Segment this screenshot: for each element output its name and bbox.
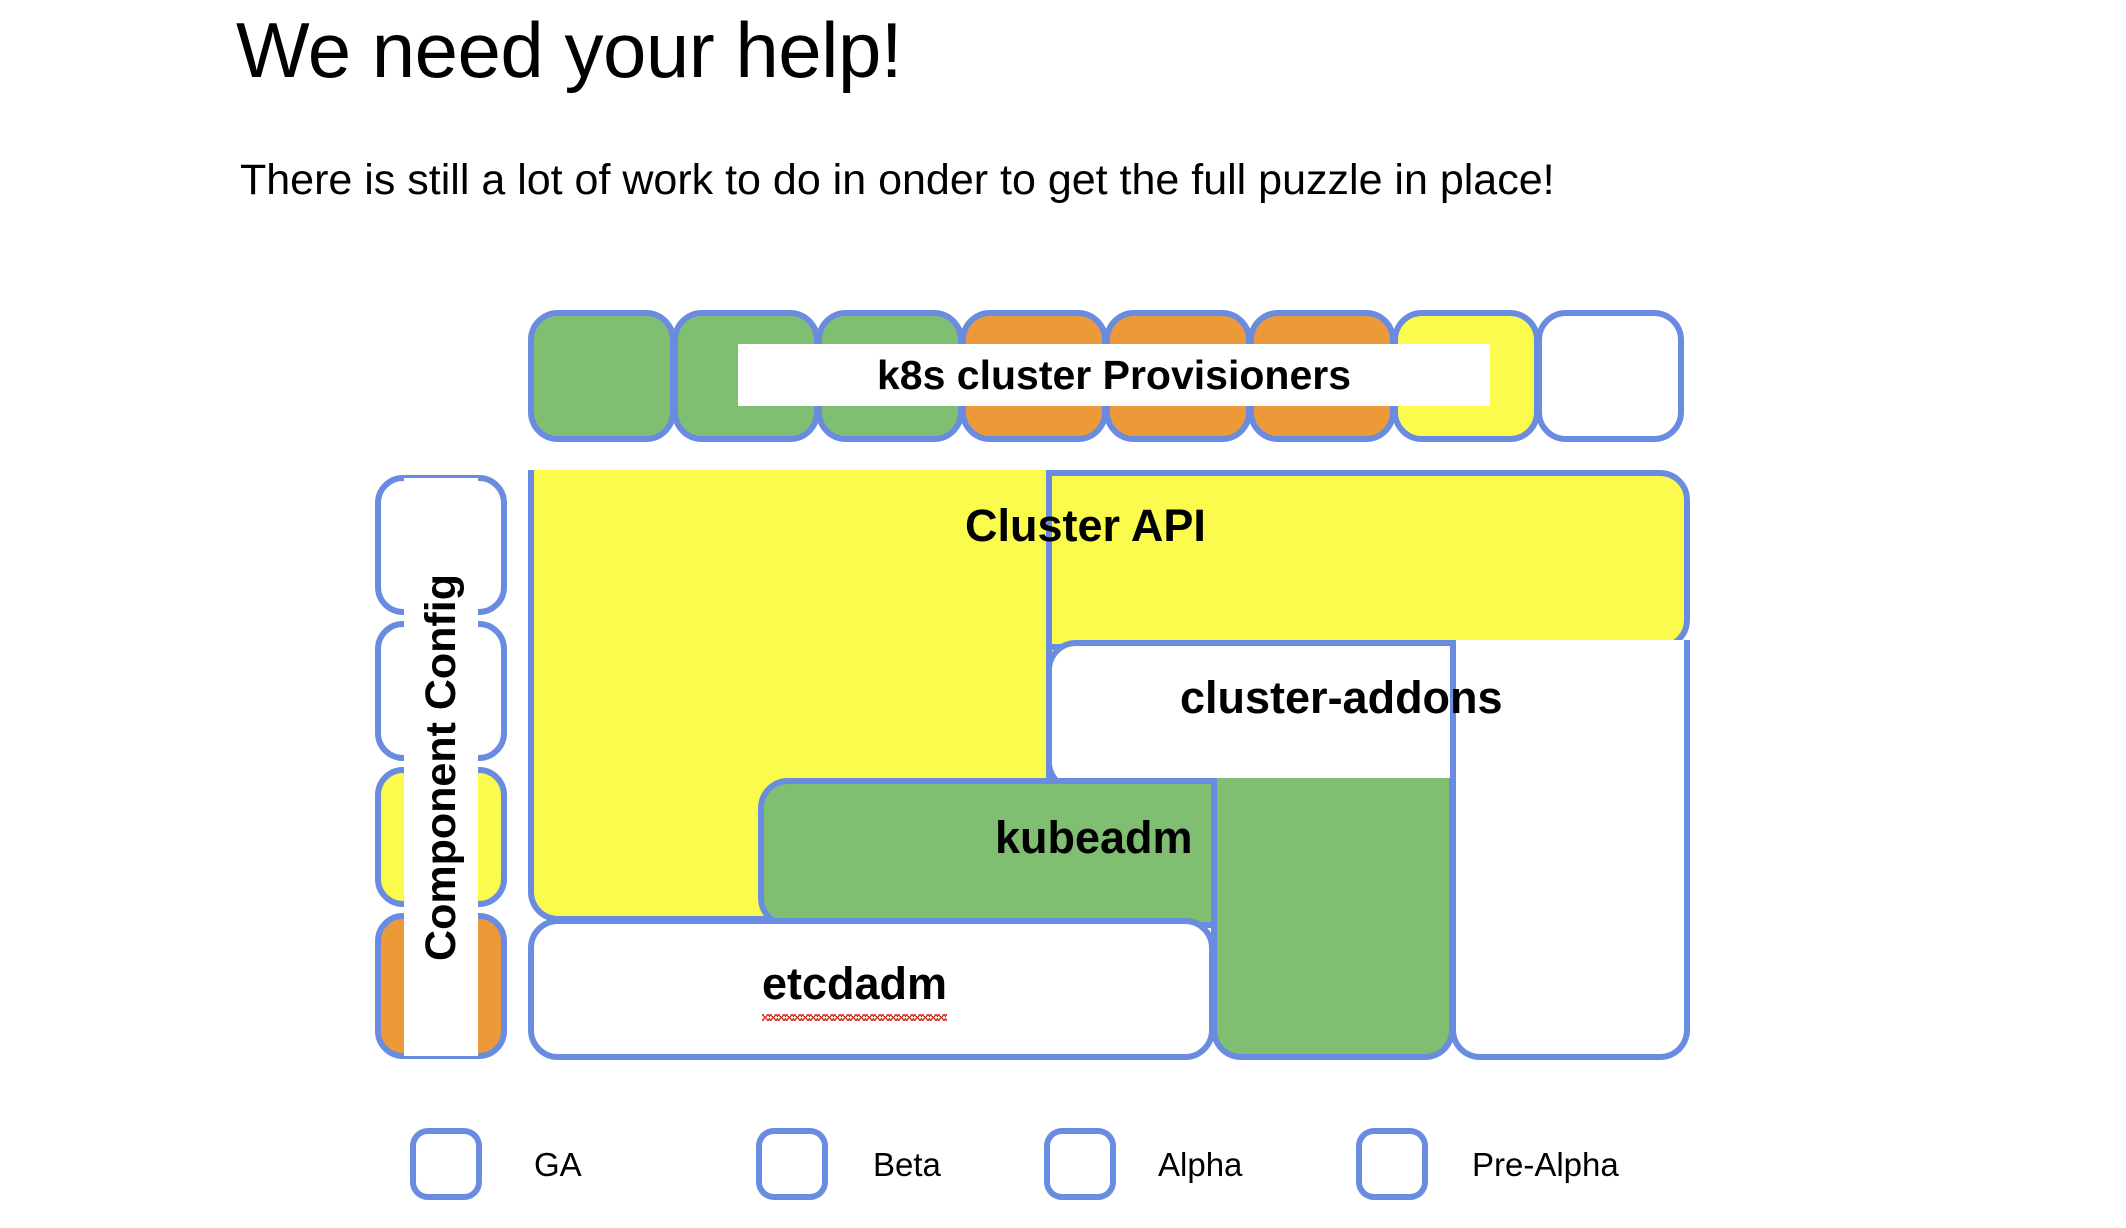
etcdadm-label-text: etcdadm (762, 958, 948, 1021)
cluster-api-label: Cluster API (965, 500, 1206, 551)
component-config-label: Component Config (404, 478, 478, 1056)
legend-label-beta: Beta (873, 1146, 941, 1183)
provisioner-tile-8[interactable] (1536, 310, 1684, 442)
legend-swatch-ga (410, 1128, 482, 1200)
cluster-addons-label: cluster-addons (1180, 672, 1503, 723)
legend-swatch-alpha (1044, 1128, 1116, 1200)
page-subtitle: There is still a lot of work to do in on… (240, 156, 1555, 204)
legend-swatch-beta (756, 1128, 828, 1200)
kubeadm-label: kubeadm (995, 812, 1193, 863)
etcdadm-label: etcdadm (762, 958, 948, 1021)
page-title: We need your help! (236, 6, 903, 94)
cluster-api-seam-fill (534, 620, 1046, 660)
cluster-addons-seam-fill (1456, 760, 1684, 800)
k8s-cluster-provisioners-label: k8s cluster Provisioners (738, 344, 1490, 406)
provisioner-tile-1[interactable] (528, 310, 676, 442)
kubeadm-seam-fill (1217, 898, 1449, 938)
legend-swatch-prealpha (1356, 1128, 1428, 1200)
component-config-label-text: Component Config (416, 573, 465, 961)
etcdadm-box[interactable] (528, 918, 1215, 1060)
legend-label-prealpha: Pre-Alpha (1472, 1146, 1619, 1183)
legend-label-ga: GA (534, 1146, 582, 1183)
legend-label-alpha: Alpha (1158, 1146, 1243, 1183)
